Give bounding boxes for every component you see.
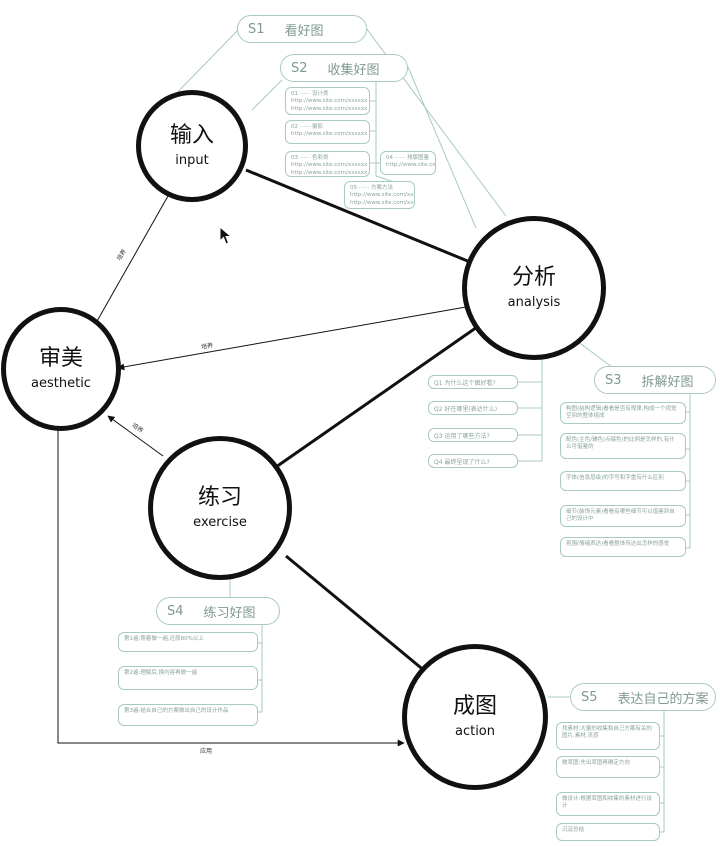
s2-note-title: 03 ······ 色彩类 xyxy=(291,155,329,161)
stage-s5-label: 表达自己的方案 xyxy=(617,691,709,707)
s5-note-4[interactable]: 沉淀总结 xyxy=(556,823,660,841)
s2-note-title: 01 ······ 设计类 xyxy=(291,91,329,97)
s3-note-3[interactable]: 字体(信息层级)的字号和字重有什么区别 xyxy=(560,471,686,491)
stage-s5[interactable]: S5 表达自己的方案 xyxy=(570,683,716,711)
node-action-title: 成图 xyxy=(452,694,497,720)
s2-note-2[interactable]: 02 ······ 摄影 http://www.site.com/xxxxxx xyxy=(285,120,370,144)
s5-note-3[interactable]: 做设计:根据草图和收集的素材进行设计 xyxy=(556,792,660,816)
s3-note-1[interactable]: 构图(结构逻辑)看看是否有规律,构成一个视觉空间的整体组成 xyxy=(560,402,686,424)
node-action-subtitle: action xyxy=(454,723,495,739)
stage-s3-label: 拆解好图 xyxy=(641,374,694,390)
stage-s1-label: 看好图 xyxy=(284,23,324,39)
mouse-cursor-icon xyxy=(219,226,233,245)
s2-note-5[interactable]: 05 ······ 方案方法 http://www.site.com/xxxxx… xyxy=(344,181,415,209)
s2-note-title: 04 ······ 排版图鉴 xyxy=(386,155,429,161)
question-2[interactable]: Q2 好在哪里(表达什么) xyxy=(428,401,518,415)
s2-note-detail: http://www.site.com/xxxxxx xyxy=(291,131,368,138)
stage-s3-number: S3 xyxy=(605,372,622,388)
s5-note-2[interactable]: 做草图:先出草图再确定方向 xyxy=(556,756,660,778)
question-1[interactable]: Q1 为什么这个图好看? xyxy=(428,375,518,389)
node-exercise-title: 练习 xyxy=(197,485,242,511)
node-input-title: 输入 xyxy=(169,123,214,149)
node-analysis-subtitle: analysis xyxy=(507,294,561,310)
stage-s2-label: 收集好图 xyxy=(327,62,380,78)
stage-s1-number: S1 xyxy=(248,21,265,37)
node-input-subtitle: input xyxy=(175,152,209,168)
question-3[interactable]: Q3 运用了哪些方法? xyxy=(428,428,518,442)
stage-s4-number: S4 xyxy=(167,603,184,619)
s2-note-title: 02 ······ 摄影 xyxy=(291,124,323,130)
node-exercise[interactable]: 练习 exercise xyxy=(148,436,292,580)
node-action[interactable]: 成图 action xyxy=(402,644,548,790)
question-4[interactable]: Q4 最终呈现了什么? xyxy=(428,454,518,468)
s3-note-4[interactable]: 细节(装饰元素)看看有哪些细节可以借鉴到自己的设计中 xyxy=(560,505,686,527)
node-aesthetic-subtitle: aesthetic xyxy=(31,375,91,391)
s2-note-1[interactable]: 01 ······ 设计类 http://www.site.com/xxxxxx… xyxy=(285,87,370,115)
s2-note-title: 05 ······ 方案方法 xyxy=(350,185,393,191)
arrow-connectors xyxy=(57,195,467,747)
s4-note-1[interactable]: 第1遍:照着做一遍,还原80%以上 xyxy=(118,632,258,652)
stage-s2-number: S2 xyxy=(291,60,308,76)
stage-s2[interactable]: S2 收集好图 xyxy=(280,54,408,82)
s5-note-1[interactable]: 找素材:大量的收集和自己方案有关的图片,素材,灵感 xyxy=(556,722,660,750)
s3-note-2[interactable]: 配色(主色/辅色/点缀色)的比例是怎样的,有什么可借鉴的 xyxy=(560,433,686,459)
node-aesthetic-title: 审美 xyxy=(38,346,83,372)
node-exercise-subtitle: exercise xyxy=(193,514,247,530)
s2-note-detail: http://www.site.com/xxxx xyxy=(386,162,436,169)
main-connectors xyxy=(245,168,481,674)
node-input[interactable]: 输入 input xyxy=(136,90,248,202)
edge-label-analysis-aesthetic: 培养 xyxy=(200,342,214,351)
edge-label-aesthetic-action: 应用 xyxy=(200,748,213,755)
s4-note-3[interactable]: 第3遍:结合自己的方案做出自己的设计作品 xyxy=(118,704,258,726)
s3-note-5[interactable]: 氛围(情绪表达)看看整体传达出怎样的感觉 xyxy=(560,537,686,557)
stage-s4[interactable]: S4 练习好图 xyxy=(156,597,280,625)
s4-note-2[interactable]: 第2遍:理解后,换内容再做一遍 xyxy=(118,666,258,690)
stage-s4-label: 练习好图 xyxy=(203,605,256,621)
s2-note-4[interactable]: 04 ······ 排版图鉴 http://www.site.com/xxxx xyxy=(380,151,436,175)
stage-s5-number: S5 xyxy=(581,689,598,705)
stage-s3[interactable]: S3 拆解好图 xyxy=(594,366,716,394)
node-analysis-title: 分析 xyxy=(511,265,556,291)
s2-note-3[interactable]: 03 ······ 色彩类 http://www.site.com/xxxxxx… xyxy=(285,151,370,177)
s2-note-detail: http://www.site.com/xxxxxx http://www.si… xyxy=(291,98,368,112)
s2-note-detail: http://www.site.com/xxxxxx http://www.si… xyxy=(291,162,368,176)
node-aesthetic[interactable]: 审美 aesthetic xyxy=(1,307,121,431)
node-analysis[interactable]: 分析 analysis xyxy=(462,216,606,360)
stage-s1[interactable]: S1 看好图 xyxy=(237,15,367,43)
s2-note-detail: http://www.site.com/xxxxxx http://www.si… xyxy=(350,192,414,206)
